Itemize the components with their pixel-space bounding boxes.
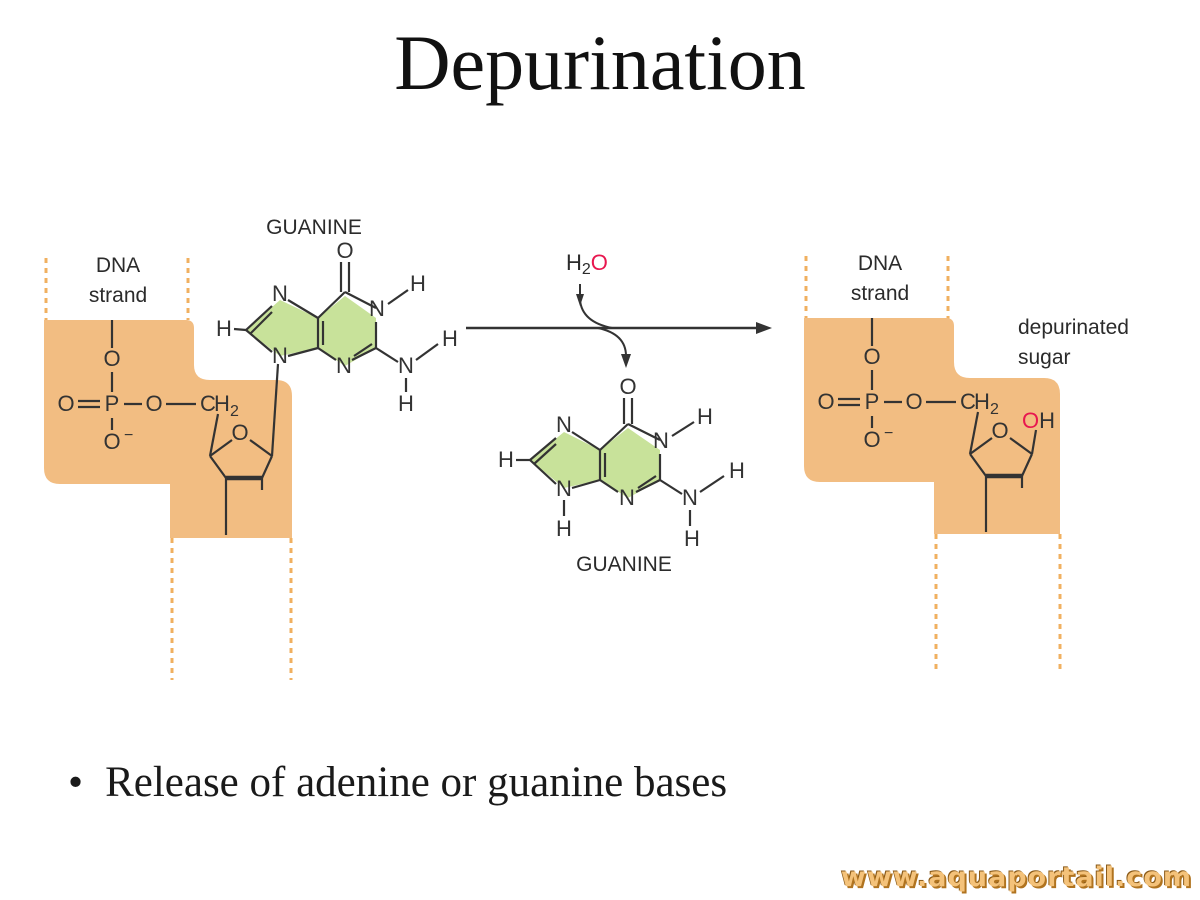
depurinated-label-line1: depurinated <box>1018 316 1129 339</box>
attached-n7: N <box>272 281 288 306</box>
attached-amino-h1: H <box>442 326 458 351</box>
released-n1: N <box>653 428 669 453</box>
left-phosphate-o-top: O <box>103 346 120 371</box>
released-guanine: O N N N N H H H N H H <box>498 374 745 551</box>
right-ester-o: O <box>905 389 922 414</box>
right-phosphate-minus: − <box>884 425 893 442</box>
released-n7: N <box>556 412 572 437</box>
right-phosphate-o-left: O <box>817 389 834 414</box>
left-ch-h: H <box>214 391 230 416</box>
attached-guanine-hexagon <box>318 296 376 366</box>
left-dna-label-line1: DNA <box>96 254 140 277</box>
released-n9: N <box>556 476 572 501</box>
right-dna-label-line1: DNA <box>858 252 902 275</box>
left-sugar-ring-o: O <box>231 420 248 445</box>
reaction-arrow <box>466 284 772 368</box>
depurinated-label-line2: sugar <box>1018 346 1071 369</box>
right-phosphate-o-top: O <box>863 344 880 369</box>
released-carbonyl-o: O <box>619 374 636 399</box>
left-phosphate-minus: − <box>124 427 133 444</box>
released-amino-n: N <box>682 485 698 510</box>
page-title: Depurination <box>394 19 806 106</box>
attached-h8: H <box>216 316 232 341</box>
left-ch-sub: 2 <box>230 403 239 420</box>
attached-h1: H <box>410 271 426 296</box>
right-ch-c: C <box>960 389 976 414</box>
hydroxyl-label: OH <box>1022 408 1055 433</box>
left-dna-strand: O P O O C H 2 O − O <box>44 258 293 680</box>
left-dna-label-line2: strand <box>89 284 147 307</box>
left-phosphate-o-left: O <box>57 391 74 416</box>
guanine-released-label: GUANINE <box>576 553 672 576</box>
guanine-top-label: GUANINE <box>266 216 362 239</box>
left-ester-o: O <box>145 391 162 416</box>
released-h9: H <box>556 516 572 541</box>
right-ch-sub: 2 <box>990 401 999 418</box>
attached-guanine: O N N N N H H N H H <box>216 238 458 416</box>
left-backbone-shape <box>44 320 292 538</box>
attached-n1: N <box>369 296 385 321</box>
attached-guanine-pentagon <box>246 300 318 356</box>
bullet-text: Release of adenine or guanine bases <box>105 759 728 806</box>
right-ch-h: H <box>974 389 990 414</box>
right-phosphate-p: P <box>865 389 880 414</box>
attached-carbonyl-o: O <box>336 238 353 263</box>
attached-n3: N <box>336 353 352 378</box>
bullet-dot: • <box>68 759 84 806</box>
released-h8: H <box>498 447 514 472</box>
left-phosphate-p: P <box>105 391 120 416</box>
released-guanine-hexagon <box>600 428 660 498</box>
left-phosphate-o-bottom: O <box>103 429 120 454</box>
attached-n9: N <box>272 343 288 368</box>
water-label: H2O <box>566 250 608 278</box>
released-h1: H <box>697 404 713 429</box>
right-sugar-ring-o: O <box>991 418 1008 443</box>
watermark: www.aquaportail.com <box>840 862 1192 893</box>
released-n3: N <box>619 485 635 510</box>
left-ch-c: C <box>200 391 216 416</box>
bullet-item: • Release of adenine or guanine bases <box>68 758 727 807</box>
attached-amino-n: N <box>398 353 414 378</box>
right-dna-label-line2: strand <box>851 282 909 305</box>
right-phosphate-o-bottom: O <box>863 427 880 452</box>
right-dna-strand: O P O O C H 2 O − O <box>804 256 1062 672</box>
released-amino-h2: H <box>684 526 700 551</box>
released-amino-h1: H <box>729 458 745 483</box>
attached-amino-h2: H <box>398 391 414 416</box>
right-backbone-shape <box>804 318 1060 534</box>
